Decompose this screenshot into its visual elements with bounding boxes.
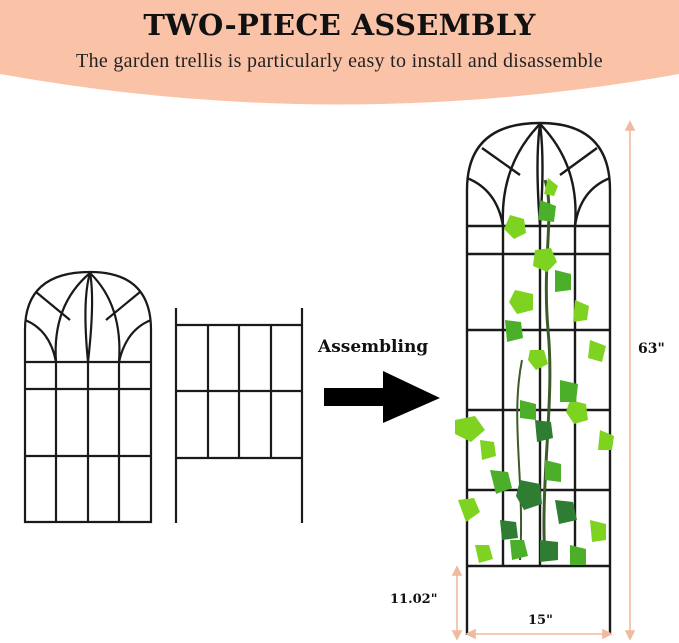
width-dimension-label: 15" xyxy=(528,613,553,628)
assembling-label: Assembling xyxy=(318,337,429,357)
right-arrow-icon xyxy=(324,371,440,423)
stake-height-dimension-label: 11.02" xyxy=(390,592,438,607)
ivy-plant-icon xyxy=(455,178,614,565)
page-subtitle: The garden trellis is particularly easy … xyxy=(76,50,603,72)
stake-panel-icon xyxy=(174,308,304,523)
page-title: TWO-PIECE ASSEMBLY xyxy=(143,8,536,42)
height-dimension-label: 63" xyxy=(638,341,665,357)
dimension-lines xyxy=(451,120,636,641)
header-banner xyxy=(0,0,679,105)
arched-panel-icon xyxy=(23,270,153,524)
